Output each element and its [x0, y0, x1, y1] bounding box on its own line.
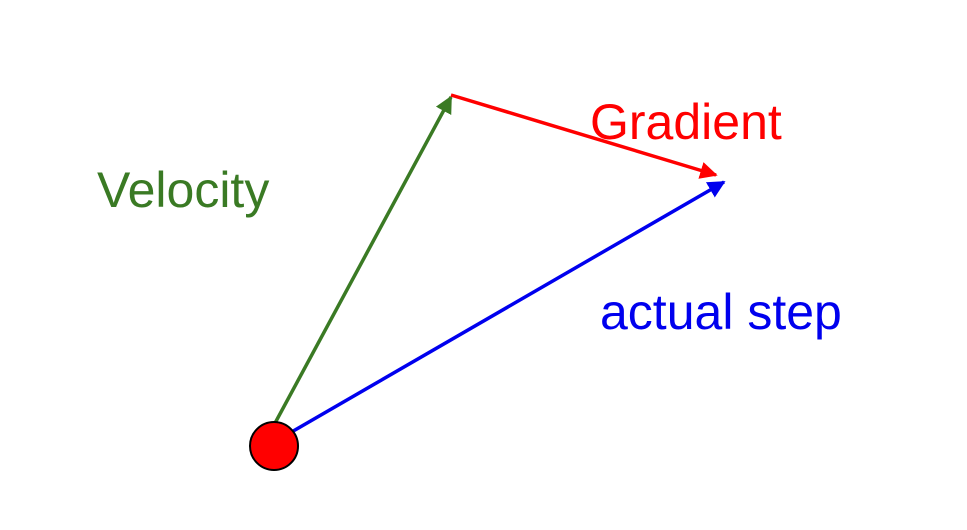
gradient-label: Gradient	[590, 94, 782, 150]
actual-step-arrow	[275, 180, 726, 443]
actual-step-label: actual step	[600, 284, 842, 340]
start-point-icon	[249, 421, 299, 471]
velocity-arrow	[272, 95, 453, 426]
gradient-arrow	[450, 93, 718, 179]
velocity-label: Velocity	[97, 162, 269, 218]
